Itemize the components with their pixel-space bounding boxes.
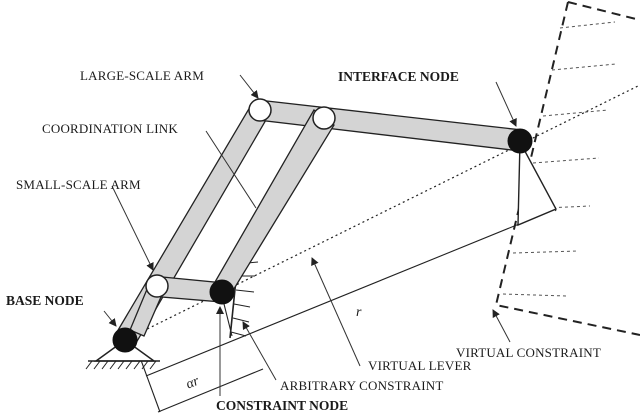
label-dim-r: r <box>356 305 362 320</box>
interface-support <box>517 139 557 227</box>
upper-pivot-left <box>248 98 272 122</box>
large-scale-arm-lower <box>113 106 271 344</box>
label-coordination-link: COORDINATION LINK <box>42 121 178 136</box>
virtual-constraint-surface <box>494 1 640 336</box>
label-arbitrary-constraint: ARBITRARY CONSTRAINT <box>280 378 444 393</box>
leader-coordination-link <box>205 130 257 209</box>
leader-base-node <box>103 310 117 327</box>
base-node-dot <box>112 327 138 353</box>
arm-links <box>113 99 523 344</box>
leader-virtual-constraint <box>492 309 511 343</box>
leader-arbitrary-constraint <box>242 321 277 381</box>
solid-nodes <box>112 128 533 353</box>
label-constraint-node: CONSTRAINT NODE <box>216 398 348 413</box>
leader-small-scale-arm <box>111 185 154 271</box>
label-small-scale-arm: SMALL-SCALE ARM <box>16 177 141 192</box>
leader-lines <box>103 74 517 396</box>
leader-virtual-lever <box>311 257 361 367</box>
leader-large-scale-arm <box>239 74 259 99</box>
interface-node-dot <box>507 128 533 154</box>
label-virtual-lever: VIRTUAL LEVER <box>368 358 472 373</box>
label-virtual-constraint: VIRTUAL CONSTRAINT <box>456 345 601 360</box>
leader-interface-node <box>495 81 517 127</box>
upper-pivot-right <box>312 106 336 130</box>
label-dim-alpha-r: αr <box>184 374 202 393</box>
coordination-link-bar <box>210 109 335 298</box>
label-large-scale-arm: LARGE-SCALE ARM <box>80 68 204 83</box>
label-interface-node: INTERFACE NODE <box>338 69 459 84</box>
pivot-joints <box>145 98 336 298</box>
constraint-node-dot <box>209 279 235 305</box>
label-base-node: BASE NODE <box>6 293 84 308</box>
small-arm-pivot <box>145 274 169 298</box>
